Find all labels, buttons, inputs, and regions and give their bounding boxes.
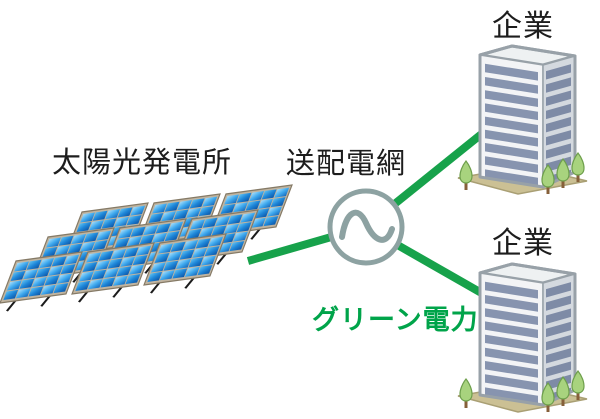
company-bottom-label: 企業 — [492, 227, 554, 260]
solar-plant-label: 太陽光発電所 — [52, 147, 233, 179]
grid-label: 送配電網 — [286, 148, 407, 180]
company-top-label: 企業 — [492, 10, 554, 43]
office-building-icon-top — [458, 46, 587, 194]
green-power-label: グリーン電力 — [312, 305, 479, 335]
solar-panel-array-icon — [0, 183, 294, 314]
ac-sine-wave-circle-icon — [327, 188, 405, 266]
